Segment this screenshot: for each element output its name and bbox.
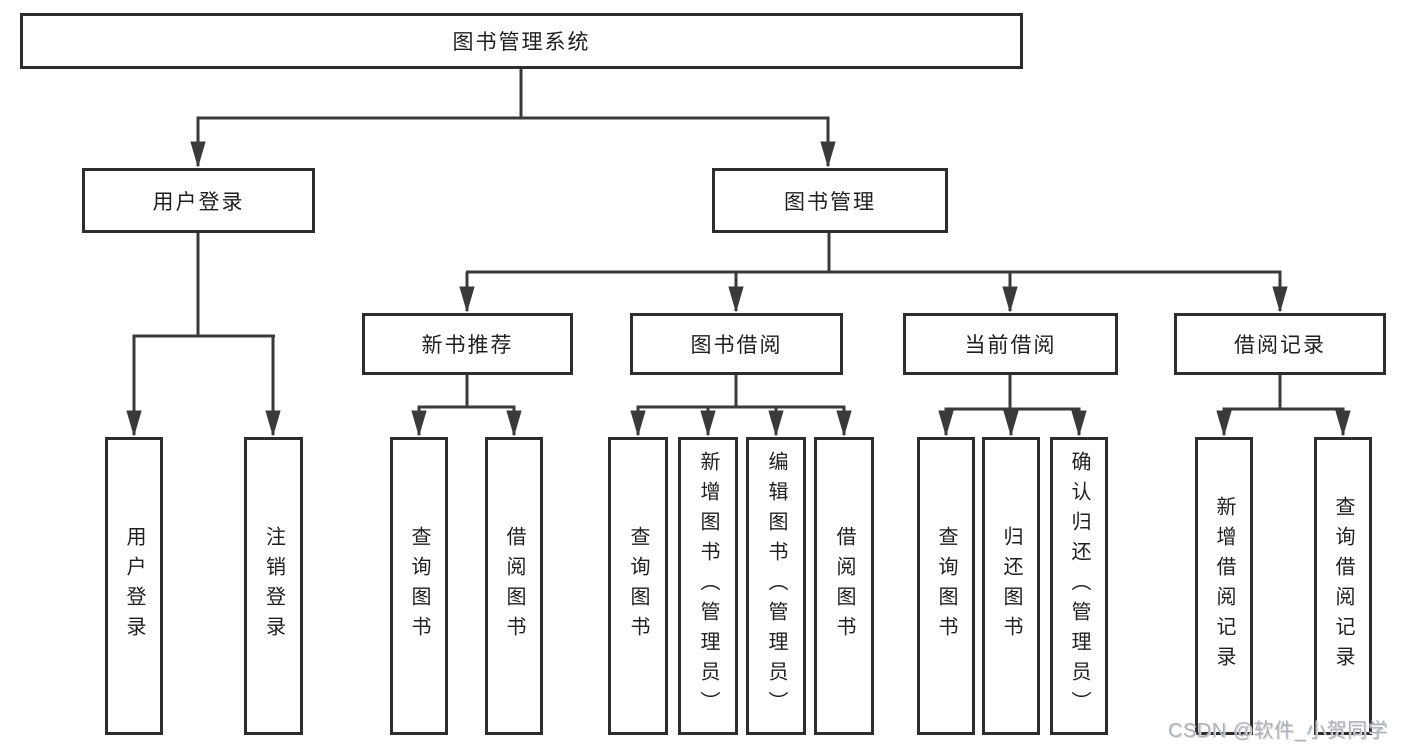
node-book-borrow: 图书借阅 — [630, 313, 843, 375]
leaf-current-query-books-label: 查询图书 — [935, 526, 957, 646]
node-new-book-recommend: 新书推荐 — [362, 313, 573, 375]
leaf-borrow-books-label: 借阅图书 — [833, 526, 855, 646]
csdn-watermark: CSDN @软件_小贺同学 — [1168, 720, 1389, 742]
leaf-add-borrow-record: 新增借阅记录 — [1195, 437, 1253, 735]
leaf-return-books: 归还图书 — [982, 437, 1040, 735]
leaf-edit-books-admin-label: 编辑图书（管理员） — [765, 451, 787, 721]
leaf-query-borrow-record: 查询借阅记录 — [1314, 437, 1372, 735]
leaf-user-login-label: 用户登录 — [123, 526, 145, 646]
tree-edges — [133, 69, 1345, 435]
leaf-recommend-query-books: 查询图书 — [390, 437, 448, 735]
leaf-add-books-admin: 新增图书（管理员） — [678, 437, 738, 735]
leaf-logout-label: 注销登录 — [262, 526, 285, 646]
leaf-query-borrow-record-label: 查询借阅记录 — [1332, 496, 1354, 676]
node-current-borrow: 当前借阅 — [903, 313, 1118, 375]
leaf-add-books-admin-label: 新增图书（管理员） — [697, 451, 719, 721]
leaf-return-books-label: 归还图书 — [1000, 526, 1022, 646]
node-book-management: 图书管理 — [712, 168, 948, 233]
leaf-edit-books-admin: 编辑图书（管理员） — [746, 437, 806, 735]
node-current-borrow-label: 当前借阅 — [964, 334, 1057, 357]
node-borrow-records-label: 借阅记录 — [1234, 334, 1326, 357]
leaf-confirm-return-admin: 确认归还（管理员） — [1050, 437, 1108, 735]
leaf-borrow-query-books: 查询图书 — [608, 437, 668, 735]
node-book-borrow-label: 图书借阅 — [690, 334, 783, 357]
node-user-login: 用户登录 — [82, 168, 315, 233]
node-new-book-recommend-label: 新书推荐 — [421, 334, 514, 357]
leaf-add-borrow-record-label: 新增借阅记录 — [1213, 496, 1235, 676]
leaf-recommend-borrow-books: 借阅图书 — [485, 437, 543, 735]
leaf-recommend-query-books-label: 查询图书 — [408, 526, 430, 646]
leaf-logout: 注销登录 — [244, 437, 303, 735]
leaf-current-query-books: 查询图书 — [917, 437, 975, 735]
node-root-system: 图书管理系统 — [20, 13, 1023, 69]
leaf-borrow-books: 借阅图书 — [814, 437, 874, 735]
leaf-confirm-return-admin-label: 确认归还（管理员） — [1068, 451, 1090, 721]
leaf-recommend-borrow-books-label: 借阅图书 — [503, 526, 525, 646]
node-root-label: 图书管理系统 — [452, 31, 591, 54]
leaf-user-login: 用户登录 — [105, 437, 163, 735]
node-borrow-records: 借阅记录 — [1174, 313, 1386, 375]
node-user-login-label: 用户登录 — [152, 190, 245, 214]
leaf-borrow-query-books-label: 查询图书 — [627, 526, 649, 646]
node-book-management-label: 图书管理 — [784, 190, 876, 214]
